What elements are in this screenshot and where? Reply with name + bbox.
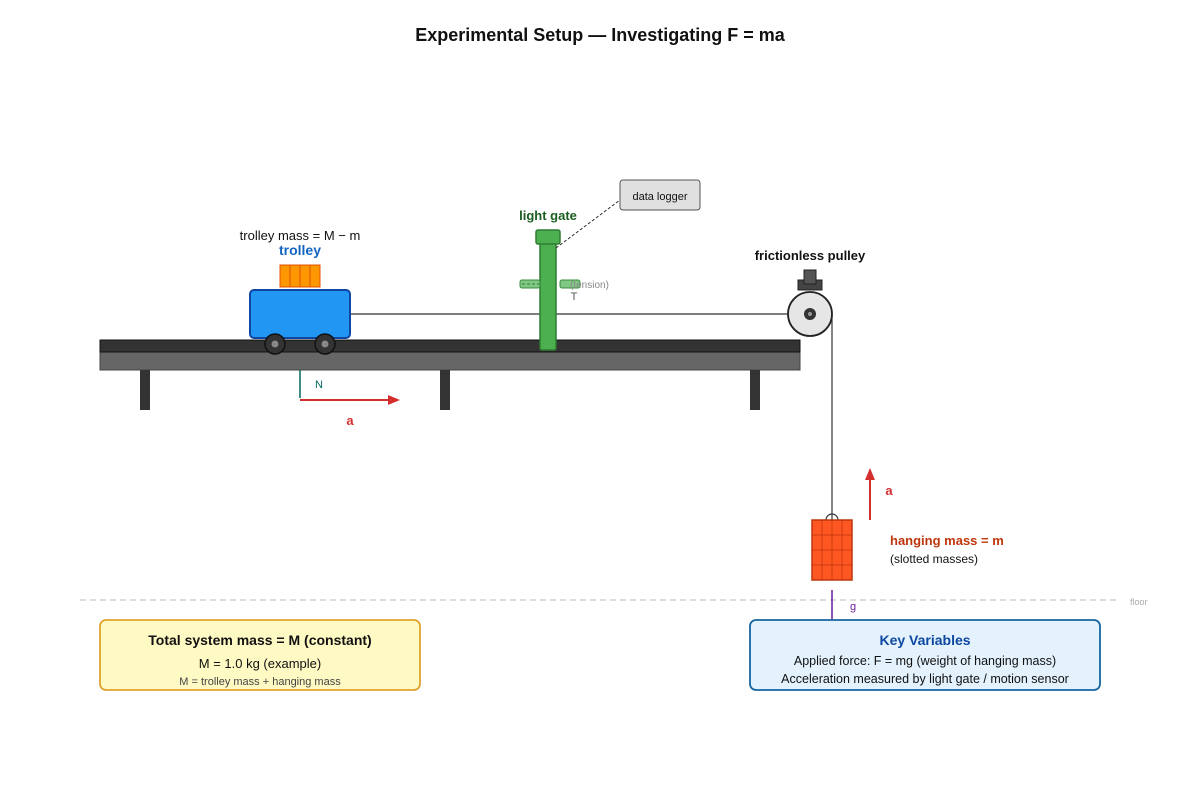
track-leg [750,370,760,410]
hanging-acceleration-label: a [885,483,893,498]
light-gate-head [535,229,561,245]
trolley-wheel [314,333,336,355]
hanging-mass [811,513,853,581]
total-mass-note: M = trolley mass + hanging mass [179,676,341,688]
key-variables-line1: Applied force: F = mg (weight of hanging… [794,654,1056,668]
trolley [249,264,351,355]
light-gate-post [539,237,557,351]
trolley-wheel [264,333,286,355]
track-leg [440,370,450,410]
light-gate-label: light gate [519,208,577,223]
key-variables-line2: Acceleration measured by light gate / mo… [781,672,1069,686]
trolley-acceleration-label: a [346,413,354,428]
page-title: Experimental Setup — Investigating F = m… [415,25,786,45]
slotted-masses-label: (slotted masses) [890,552,978,566]
track [99,339,801,410]
track-leg [140,370,150,410]
gravity-label: g [850,601,856,613]
pulley [787,269,833,337]
normal-force-label: N [315,379,323,391]
trolley-mass-label: trolley mass = M − m [240,228,361,243]
data-logger-cable [555,199,621,249]
total-mass-box: Total system mass = M (constant) M = 1.0… [99,619,421,691]
total-mass-heading: Total system mass = M (constant) [148,632,371,648]
track-body [99,349,801,371]
track-rail [99,339,801,353]
hanging-mass-label: hanging mass = m [890,533,1004,548]
tension-tag: (tension) [570,280,609,291]
total-mass-example: M = 1.0 kg (example) [199,656,321,671]
floor-label: floor [1130,597,1148,607]
trolley-label: trolley [279,242,321,258]
pulley-mount [803,269,817,285]
data-logger [619,179,701,211]
hanging-mass-hook [825,513,839,521]
light-gate [519,229,581,351]
tension-label: T [571,291,578,303]
pulley-label: frictionless pulley [755,248,866,263]
data-logger-label: data logger [632,191,687,203]
key-variables-box: Key Variables Applied force: F = mg (wei… [749,619,1101,691]
trolley-body [249,289,351,339]
trolley-slotted-masses [279,264,321,288]
key-variables-heading: Key Variables [879,632,970,648]
light-gate-receiver [559,279,581,289]
